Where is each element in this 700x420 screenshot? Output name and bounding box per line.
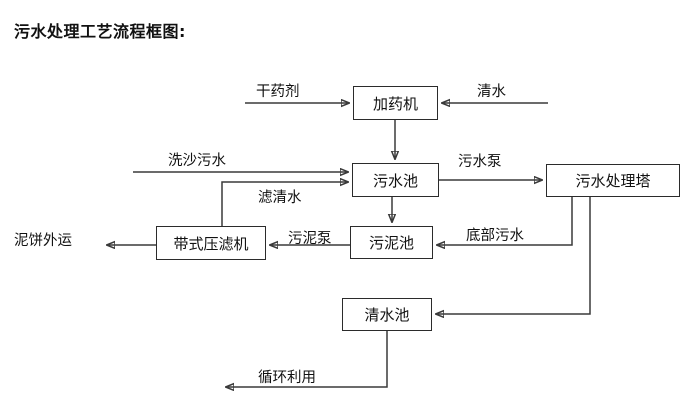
edge-tower-to-clear-pool: [436, 197, 591, 314]
node-label: 清水池: [364, 306, 410, 324]
edge-label-clean-water: 清水: [477, 84, 506, 100]
node-belt-filter-press[interactable]: 带式压滤机: [156, 226, 266, 260]
edge-label-recycle-use: 循环利用: [258, 370, 316, 386]
node-dosing-machine[interactable]: 加药机: [353, 86, 438, 120]
edge-label-mud-cake-transport-out: 泥饼外运: [14, 233, 72, 249]
node-label: 加药机: [372, 94, 418, 113]
edge-clear-pool-to-recycle: [226, 331, 388, 387]
edge-label-sand-washing-wastewater: 洗沙污水: [168, 153, 226, 169]
edge-filter-press-to-sewage-pool: [221, 182, 348, 226]
node-label: 污水池: [372, 171, 418, 190]
node-wastewater-treatment-tower[interactable]: 污水处理塔: [546, 164, 680, 197]
node-clear-water-pool[interactable]: 清水池: [342, 298, 432, 331]
node-label: 污泥池: [368, 234, 414, 252]
edge-label-sludge-pump: 污泥泵: [288, 231, 332, 247]
node-sludge-pool[interactable]: 污泥池: [350, 226, 433, 259]
node-label: 污水处理塔: [575, 172, 651, 190]
page-title: 污水处理工艺流程框图:: [14, 22, 186, 41]
edge-tower-to-sludge-pool: [437, 197, 573, 245]
node-sewage-pool[interactable]: 污水池: [352, 163, 439, 197]
edge-label-bottom-sewage: 底部污水: [466, 228, 524, 244]
edge-label-dry-chemical: 干药剂: [256, 84, 300, 100]
edge-label-filtrate-water: 滤清水: [258, 190, 302, 206]
node-label: 带式压滤机: [173, 234, 249, 253]
edge-label-sewage-pump: 污水泵: [458, 154, 502, 170]
